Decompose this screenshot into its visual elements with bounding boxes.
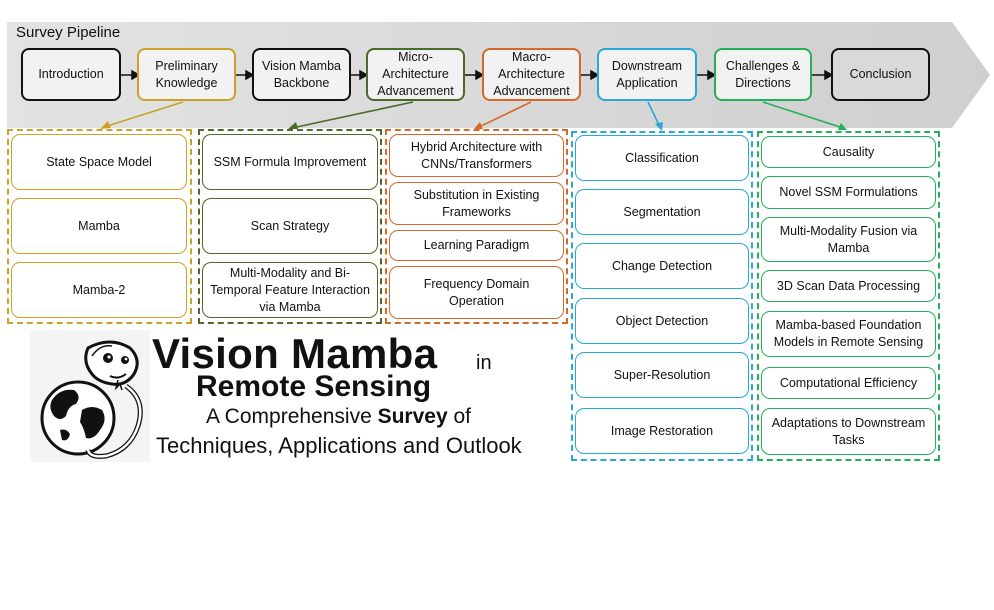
card-scan-strategy: Scan Strategy bbox=[202, 198, 378, 254]
step-conclusion: Conclusion bbox=[831, 48, 930, 101]
group-micro-architecture bbox=[198, 129, 382, 324]
card-computational-efficiency: Computational Efficiency bbox=[761, 367, 936, 399]
card-frequency-domain: Frequency Domain Operation bbox=[389, 266, 564, 319]
card-change-detection: Change Detection bbox=[575, 243, 749, 289]
title-remote-sensing: Remote Sensing bbox=[196, 370, 432, 403]
title-vision-mamba: Vision Mamba bbox=[152, 330, 438, 377]
card-mamba-2: Mamba-2 bbox=[11, 262, 187, 318]
card-foundation-models: Mamba-based Foundation Models in Remote … bbox=[761, 311, 936, 357]
title-in: in bbox=[476, 352, 492, 374]
step-introduction: Introduction bbox=[21, 48, 121, 101]
title-subtitle: A Comprehensive Survey of bbox=[206, 405, 471, 429]
step-preliminary-knowledge: Preliminary Knowledge bbox=[137, 48, 236, 101]
card-state-space-model: State Space Model bbox=[11, 134, 187, 190]
card-learning-paradigm: Learning Paradigm bbox=[389, 230, 564, 261]
card-novel-ssm-formulations: Novel SSM Formulations bbox=[761, 176, 936, 209]
card-multi-modality-fusion: Multi-Modality Fusion via Mamba bbox=[761, 217, 936, 262]
card-causality: Causality bbox=[761, 136, 936, 168]
card-3d-scan-data: 3D Scan Data Processing bbox=[761, 270, 936, 302]
title-tagline: Techniques, Applications and Outlook bbox=[156, 433, 522, 458]
group-challenges-directions bbox=[757, 131, 940, 461]
step-micro-architecture: Micro-Architecture Advancement bbox=[366, 48, 465, 101]
subtitle-part-c: of bbox=[447, 405, 471, 428]
subtitle-survey: Survey bbox=[377, 405, 448, 428]
card-multi-modality-bi-temporal: Multi-Modality and Bi-Temporal Feature I… bbox=[202, 262, 378, 318]
card-classification: Classification bbox=[575, 135, 749, 181]
pipeline-arrows bbox=[121, 69, 834, 81]
step-vision-mamba-backbone: Vision Mamba Backbone bbox=[252, 48, 351, 101]
step-downstream-application: Downstream Application bbox=[597, 48, 697, 101]
card-downstream-adaptations: Adaptations to Downstream Tasks bbox=[761, 408, 936, 455]
group-preliminary bbox=[7, 129, 192, 324]
card-mamba: Mamba bbox=[11, 198, 187, 254]
snake-globe-logo-icon bbox=[30, 330, 150, 462]
group-macro-architecture bbox=[385, 129, 568, 324]
subtitle-part-a: A Comprehensive bbox=[206, 405, 378, 428]
card-image-restoration: Image Restoration bbox=[575, 408, 749, 454]
card-ssm-formula-improvement: SSM Formula Improvement bbox=[202, 134, 378, 190]
card-super-resolution: Super-Resolution bbox=[575, 352, 749, 398]
step-macro-architecture: Macro-Architecture Advancement bbox=[482, 48, 581, 101]
card-object-detection: Object Detection bbox=[575, 298, 749, 344]
survey-title-block: Vision Mamba in Remote Sensing A Compreh… bbox=[30, 330, 540, 462]
card-segmentation: Segmentation bbox=[575, 189, 749, 235]
pipeline-title: Survey Pipeline bbox=[16, 24, 121, 41]
group-connectors bbox=[100, 101, 847, 131]
card-hybrid-architecture: Hybrid Architecture with CNNs/Transforme… bbox=[389, 134, 564, 177]
step-challenges-directions: Challenges & Directions bbox=[714, 48, 812, 101]
group-downstream-application bbox=[571, 131, 753, 461]
card-substitution-frameworks: Substitution in Existing Frameworks bbox=[389, 182, 564, 225]
